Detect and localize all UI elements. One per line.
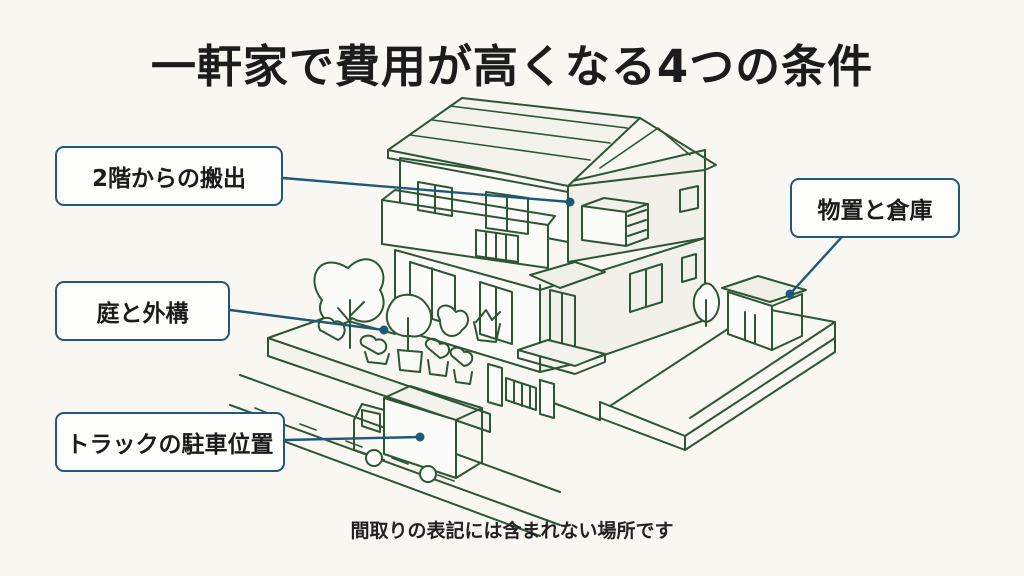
page-title: 一軒家で費用が高くなる4つの条件 <box>150 40 874 93</box>
callout-label: 2階からの搬出 <box>91 166 246 192</box>
callout-label: 庭と外構 <box>96 301 189 327</box>
garden-plants <box>313 258 721 385</box>
callout-leaders <box>228 176 852 442</box>
roof <box>387 97 717 193</box>
footnote: 間取りの表記には含まれない場所です <box>350 520 674 542</box>
callout-storage-shed: 物置と倉庫 <box>790 178 960 238</box>
callout-label: 物置と倉庫 <box>817 198 933 224</box>
house-body <box>381 149 706 375</box>
callout-second-floor: 2階からの搬出 <box>55 146 283 206</box>
gate <box>487 363 555 419</box>
storage-shed-icon <box>721 275 807 351</box>
right-yard-wall <box>599 307 836 451</box>
callout-garden: 庭と外構 <box>55 281 230 341</box>
callout-label: トラックの駐車位置 <box>66 432 274 458</box>
callout-truck-parking: トラックの駐車位置 <box>55 412 285 472</box>
cabinet-icon <box>581 197 649 247</box>
